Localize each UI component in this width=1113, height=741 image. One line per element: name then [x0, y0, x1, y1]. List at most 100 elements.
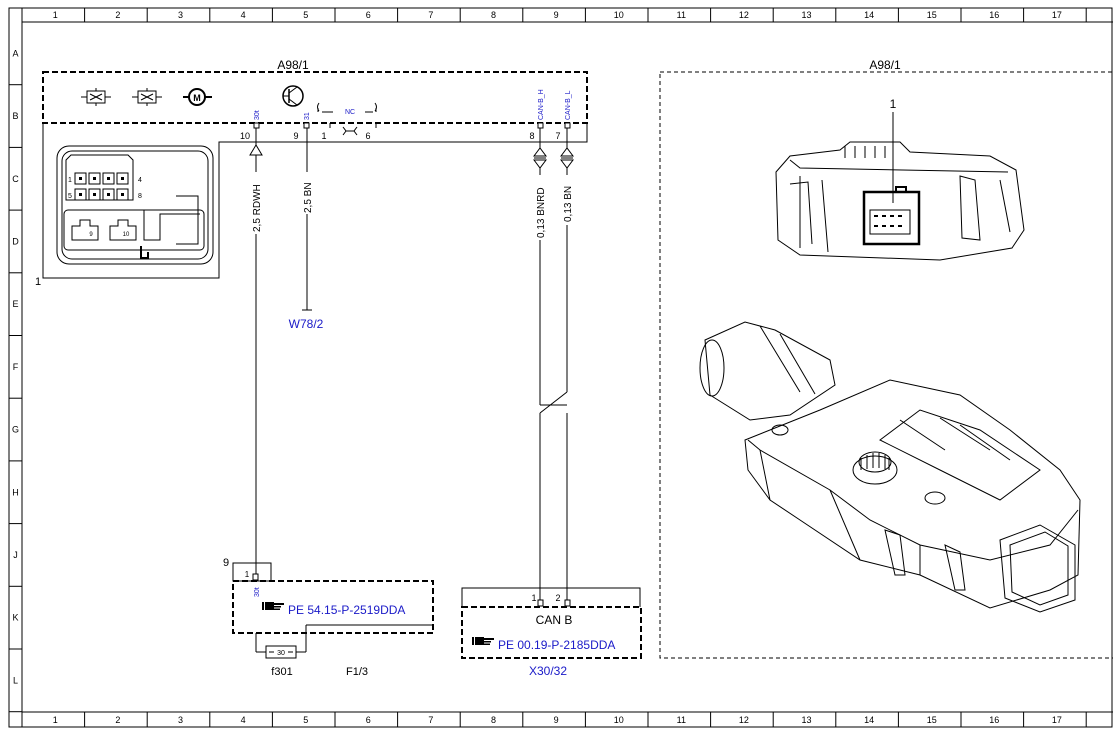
- connector-pin-8: 8: [138, 193, 142, 200]
- can-block-bracket: [461, 587, 641, 607]
- column-label-bottom-13: 13: [801, 715, 811, 725]
- connector-pin-5: 5: [68, 193, 72, 200]
- column-label-top-12: 12: [739, 10, 749, 20]
- lamp-icon: [81, 88, 111, 106]
- fuse-block-pin: 1: [245, 570, 250, 579]
- column-ruler: 1122334455667788991010111112121313141415…: [53, 8, 1087, 727]
- column-label-top-10: 10: [614, 10, 624, 20]
- wire-can-h: [533, 128, 567, 600]
- column-label-bottom-2: 2: [115, 715, 120, 725]
- column-label-top-2: 2: [115, 10, 120, 20]
- can-block-pin-1: 1: [531, 593, 536, 603]
- lamp-icon: [132, 88, 162, 106]
- column-label-top-13: 13: [801, 10, 811, 20]
- connector-face: [63, 172, 205, 259]
- column-label-top-6: 6: [366, 10, 371, 20]
- fuse-block-item-number: 9: [223, 557, 229, 569]
- view-frame: [659, 71, 1113, 659]
- column-label-bottom-8: 8: [491, 715, 496, 725]
- row-label-C: C: [12, 174, 19, 184]
- column-label-bottom-1: 1: [53, 715, 58, 725]
- row-label-F: F: [13, 362, 19, 372]
- fuse-block-bracket: [232, 562, 272, 582]
- row-label-K: K: [12, 613, 18, 623]
- connector-item-number: 1: [35, 276, 41, 288]
- can-block-ref-link[interactable]: PE 00.19-P-2185DDA: [498, 638, 615, 652]
- pointing-hand-icon: [262, 602, 284, 610]
- fuse-value: 30: [277, 650, 285, 657]
- transistor-icon: [282, 85, 304, 107]
- column-label-top-15: 15: [927, 10, 937, 20]
- actuator-drawing: [699, 321, 1081, 613]
- column-label-bottom-4: 4: [241, 715, 246, 725]
- row-label-E: E: [12, 299, 18, 309]
- column-label-top-9: 9: [554, 10, 559, 20]
- pin-signal-can-h: CAN-B_H: [538, 89, 545, 120]
- pointing-hand-icon: [472, 637, 494, 645]
- wire-label-rdwh: 2,5 RDWH: [252, 184, 263, 232]
- wire-bn-ground: [302, 128, 312, 311]
- module-pin-markers: [253, 122, 571, 129]
- view-callout-number: 1: [890, 97, 897, 111]
- can-pin-marker-1: [537, 599, 544, 607]
- drawing-frame: [8, 7, 1113, 728]
- pin-number-10: 10: [240, 131, 250, 141]
- nc-switch: NC: [317, 102, 377, 136]
- fuse-block-label: F1/3: [346, 666, 368, 678]
- connector-pin-10: 10: [123, 232, 130, 238]
- pin-number-7: 7: [555, 131, 560, 141]
- pin-signal-31: 31: [304, 112, 311, 120]
- ground-link-w78-2[interactable]: W78/2: [289, 317, 324, 331]
- column-label-bottom-16: 16: [989, 715, 999, 725]
- row-label-A: A: [12, 48, 18, 58]
- column-label-top-3: 3: [178, 10, 183, 20]
- pin-number-1: 1: [321, 131, 326, 141]
- fuse-block-internal-wiring: [255, 624, 432, 653]
- column-label-bottom-15: 15: [927, 715, 937, 725]
- column-label-top-17: 17: [1052, 10, 1062, 20]
- column-label-bottom-6: 6: [366, 715, 371, 725]
- pin-number-8: 8: [529, 131, 534, 141]
- pin-signal-30t: 30t: [254, 110, 261, 120]
- connector-housing-drawing: [775, 141, 1025, 261]
- column-label-top-7: 7: [428, 10, 433, 20]
- column-label-bottom-17: 17: [1052, 715, 1062, 725]
- row-label-J: J: [13, 550, 18, 560]
- connector-pin-4: 4: [138, 177, 142, 184]
- wire-label-can-l: 0,13 BN: [563, 186, 574, 222]
- fuse-block-ref-link[interactable]: PE 54.15-P-2519DDA: [288, 603, 405, 617]
- fuse-label: f301: [271, 666, 292, 678]
- fuse-block-box: [232, 580, 434, 634]
- fuse-block-pin-signal: 30t: [254, 587, 261, 597]
- column-label-top-14: 14: [864, 10, 874, 20]
- column-label-top-11: 11: [677, 10, 686, 20]
- module-box: [42, 71, 588, 124]
- fuse-block-pin-marker: [252, 573, 259, 581]
- row-label-H: H: [12, 487, 19, 497]
- row-label-B: B: [12, 111, 18, 121]
- svg-text:M: M: [193, 93, 201, 103]
- fuse-f301: [265, 645, 297, 659]
- can-block-box: [461, 606, 642, 659]
- column-label-bottom-14: 14: [864, 715, 874, 725]
- connector-pin-9: 9: [89, 232, 93, 238]
- connector-pin-1: 1: [68, 177, 72, 184]
- column-label-top-8: 8: [491, 10, 496, 20]
- can-block-title: CAN B: [536, 613, 573, 627]
- wire-rdwh: [249, 128, 263, 574]
- row-label-G: G: [12, 425, 19, 435]
- pin-signal-can-l: CAN-B_L: [565, 90, 572, 120]
- column-label-bottom-11: 11: [677, 715, 686, 725]
- can-block-label-link[interactable]: X30/32: [529, 664, 567, 678]
- connector-face-outline: [42, 123, 588, 279]
- nc-label: NC: [345, 109, 355, 116]
- module-title: A98/1: [277, 58, 309, 72]
- pin-number-9: 9: [293, 131, 298, 141]
- column-label-bottom-3: 3: [178, 715, 183, 725]
- can-block-pin-2: 2: [555, 593, 560, 603]
- column-label-bottom-7: 7: [428, 715, 433, 725]
- column-label-bottom-10: 10: [614, 715, 624, 725]
- row-label-D: D: [12, 236, 19, 246]
- can-pin-marker-2: [564, 599, 571, 607]
